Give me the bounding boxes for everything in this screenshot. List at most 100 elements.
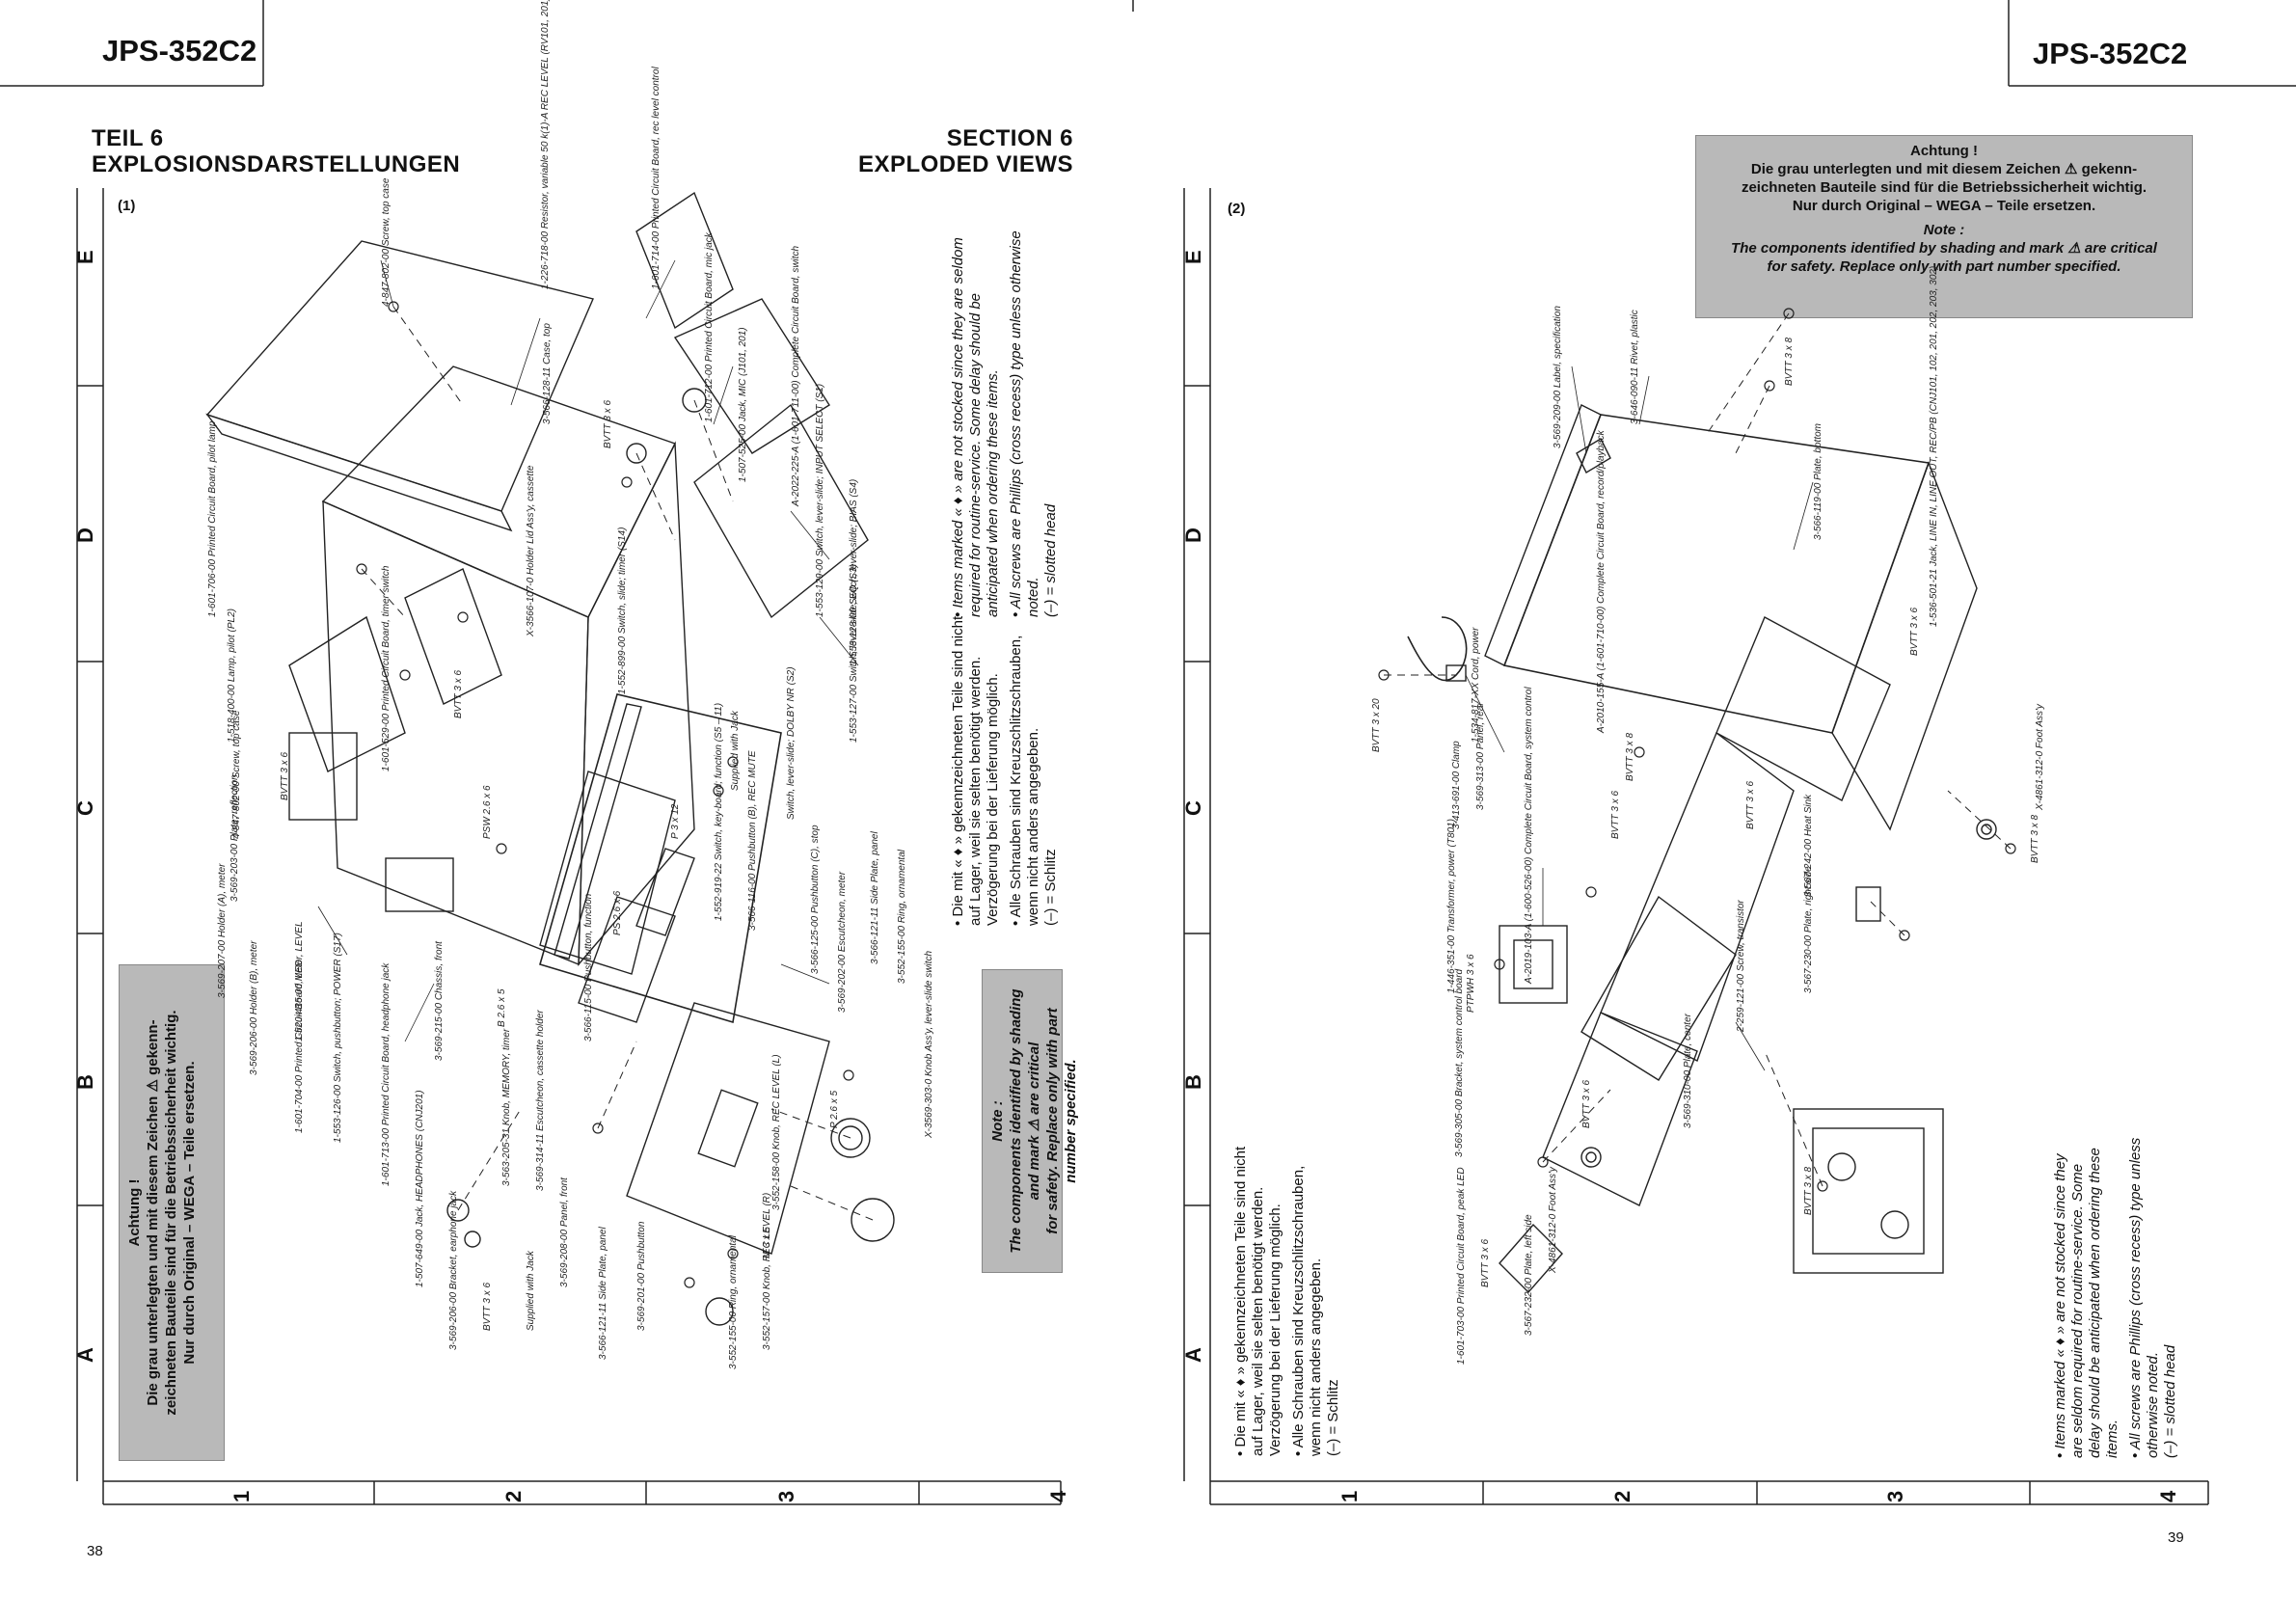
part-label: 3-569-209-00 Label, specification [1553, 306, 1563, 448]
part-label: 1-507-649-00 Jack, HEADPHONES (CNJ201) [415, 1090, 425, 1287]
part-label: 1-601-713-00 Printed Circuit Board, head… [381, 962, 392, 1186]
part-label: 3-566-119-00 Plate, bottom [1813, 422, 1823, 540]
warning-triangle-icon: ⚠ [2067, 240, 2081, 257]
warning-text-de-1: Die grau unterlegten und mit diesem Zeic… [1750, 161, 2138, 177]
part-label: 3-569-314-11 Escutcheon, cassette holder [535, 1010, 546, 1191]
part-label: 3-552-157-00 Knob, REC LEVEL (R) [762, 1192, 772, 1350]
screw-label: BVTT 3 x 8 [2030, 814, 2040, 863]
part-label: 1-601-529-00 Printed Circuit Board, time… [381, 565, 392, 771]
part-label: A-2019-103-A (1-600-526-00) Complete Cir… [1524, 687, 1534, 984]
panel-label-left: (1) [118, 198, 136, 214]
panel-label-right: (2) [1228, 201, 1246, 217]
part-label: 3-569-206-00 Holder (B), meter [249, 940, 259, 1075]
part-label: 3-566-121-11 Side Plate, panel [598, 1227, 608, 1360]
page-number-left: 38 [87, 1543, 103, 1559]
part-label: 3-566-116-00 Pushbutton (B), REC MUTE [747, 750, 758, 931]
warning-title-de: Achtung ! [1910, 143, 1978, 159]
part-label: 1-507-525-00 Jack, MIC (J101, 201) [738, 327, 748, 482]
screw-label: BVTT 3 x 6 [482, 1282, 493, 1331]
part-label: 1-552-919-22 Switch, key-board; function… [714, 702, 724, 921]
part-label: 3-552-155-00 Ring, ornamental [728, 1235, 739, 1369]
part-label: 3-569-305-00 Bracket, system control boa… [1454, 968, 1465, 1157]
title-english-line2: EXPLODED VIEWS [857, 151, 1073, 177]
part-label: A-2022-225-A (1-601-711-00) Complete Cir… [791, 245, 801, 506]
screw-label: BVTT 3 x 8 [1803, 1166, 1814, 1215]
screw-label: B 2.6 x 5 [497, 988, 507, 1027]
part-label: X-3569-303-0 Knob Ass'y, lever-slide swi… [924, 950, 934, 1138]
part-label: X-4861-312-0 Foot Ass'y [1548, 1167, 1558, 1273]
screw-label: BVTT 3 x 6 [1745, 780, 1756, 829]
part-label: 3-569-313-00 Panel, rear [1475, 702, 1486, 810]
part-label: 3-413-691-00 Clamp [1451, 741, 1462, 829]
title-german-line1: TEIL 6 [92, 125, 164, 151]
screw-label: PSW 2.6 x 6 [482, 785, 493, 839]
warning-title-en: Note : [1923, 222, 1965, 238]
model-number-left: JPS-352C2 [102, 34, 257, 68]
part-label: 4-847-802-00 Screw, top case [381, 177, 392, 307]
warning-text-en-1: The components identified by shading and… [1731, 240, 2157, 257]
part-label: Switch, lever-slide; DOLBY NR (S2) [786, 666, 797, 820]
warning-text-de-3: Nur durch Original – WEGA – Teile ersetz… [1792, 198, 2096, 214]
title-english-line1: SECTION 6 [946, 125, 1073, 151]
part-label: 1-552-899-00 Switch, slide; timer (S14) [617, 527, 628, 694]
part-label: 3-569-202-00 Escutcheon, meter [837, 871, 848, 1013]
part-label: 3-646-090-11 Rivet, plastic [1630, 310, 1640, 424]
part-label: A-2010-155-A (1-601-710-00) Complete Cir… [1596, 430, 1607, 733]
part-label: 3-566-125-00 Pushbutton (C), stop [810, 825, 821, 974]
screw-label: P 3 x 12 [670, 803, 681, 839]
part-label: 1-601-703-00 Printed Circuit Board, peak… [1456, 1167, 1467, 1365]
part-label: X-4861-312-0 Foot Ass'y [2035, 704, 2045, 810]
part-label: 3-552-158-00 Knob, REC LEVEL (L) [771, 1054, 782, 1210]
part-label: 3-569-206-00 Bracket, earphone jack [448, 1190, 459, 1350]
part-label: Supplied with Jack [526, 1251, 536, 1331]
title-german-line2: EXPLOSIONSDARSTELLUNGEN [92, 151, 461, 177]
screw-label: BVTT 3 x 8 [1625, 732, 1635, 781]
part-label: 1-553-127-00 Switch, lever-slide; EQ (S3… [849, 564, 859, 743]
part-label: 3-567-232-00 Plate, left side [1524, 1214, 1534, 1336]
screw-label: BVTT 3 x 6 [1581, 1079, 1592, 1128]
part-label: 3-569-201-00 Pushbutton [636, 1221, 647, 1331]
warning-text-en-2: for safety. Replace only with part numbe… [1767, 258, 2121, 275]
part-label: 3-569-207-00 Holder (A), meter [217, 863, 228, 998]
part-label: 1-553-126-00 Switch, pushbutton; POWER (… [333, 933, 343, 1143]
part-label: 1-601-712-00 Printed Circuit Board, mic … [704, 232, 715, 422]
part-label: Supplied with Jack [730, 711, 741, 791]
screw-label: BVTT 3 x 6 [1909, 607, 1920, 656]
page-number-right: 39 [2168, 1529, 2184, 1546]
part-label: 2-259-121-00 Screw, transistor [1736, 900, 1746, 1032]
screw-label: P 2.6 x 5 [829, 1090, 840, 1128]
warning-box-right: Achtung ! Die grau unterlegten und mit d… [1695, 135, 2193, 318]
title-english: SECTION 6 EXPLODED VIEWS [791, 125, 1073, 177]
part-label: 1-601-706-00 Printed Circuit Board, pilo… [207, 420, 218, 617]
screw-label: BVTT 3 x 6 [280, 751, 290, 800]
warning-triangle-icon: ⚠ [2064, 161, 2078, 177]
screw-label: BVTT 3 x 6 [603, 399, 613, 448]
part-label: 3-563-205-31 Knob, MEMORY, timer [501, 1028, 512, 1186]
screw-label: BVTT 3 x 6 [1610, 790, 1621, 839]
part-label: 3-569-215-00 Chassis, front [434, 941, 445, 1061]
part-label: 3-569-208-00 Panel, front [559, 1177, 570, 1287]
part-label: 3-569-310-00 Plate, center [1683, 1014, 1693, 1128]
warning-text-de-2: zeichneten Bauteile sind für die Betrieb… [1741, 179, 2147, 196]
part-label: X-3566-107-0 Holder Lid Ass'y, cassette [526, 465, 536, 636]
screw-label: PTPWH 3 x 6 [1466, 954, 1476, 1013]
screw-label: BVTT 3 x 6 [1480, 1238, 1491, 1287]
screw-label: PS 2.6 x 6 [612, 890, 623, 935]
part-label: 3-566-121-11 Side Plate, panel [870, 831, 880, 964]
part-label: 1-601-704-00 Printed Circuit Board, LED [294, 959, 305, 1133]
part-label: 3-567-230-00 Plate, right side [1803, 866, 1814, 993]
screw-label: BVTT 3 x 6 [453, 669, 464, 718]
part-label: 3-552-155-00 Ring, ornamental [897, 850, 907, 984]
screw-label: BVTT 3 x 8 [1784, 337, 1795, 386]
title-german: TEIL 6 EXPLOSIONSDARSTELLUNGEN [92, 125, 460, 177]
part-label: 3-566-128-11 Case, top [542, 323, 553, 424]
part-label: 1-553-129-00 Switch, lever-slide; INPUT … [815, 383, 825, 617]
screw-label: BVTT 3 x 20 [1371, 698, 1382, 752]
part-label: 1-536-501-21 Jack, LINE IN, LINE OUT, RE… [1929, 265, 1939, 627]
screw-label: M 3 x 5 [762, 1227, 772, 1258]
part-label: 1-226-718-00 Resistor, variable 50 k(1)-… [540, 0, 551, 289]
part-label: 1-446-351-00 Transformer, power (T801) [1446, 818, 1457, 993]
